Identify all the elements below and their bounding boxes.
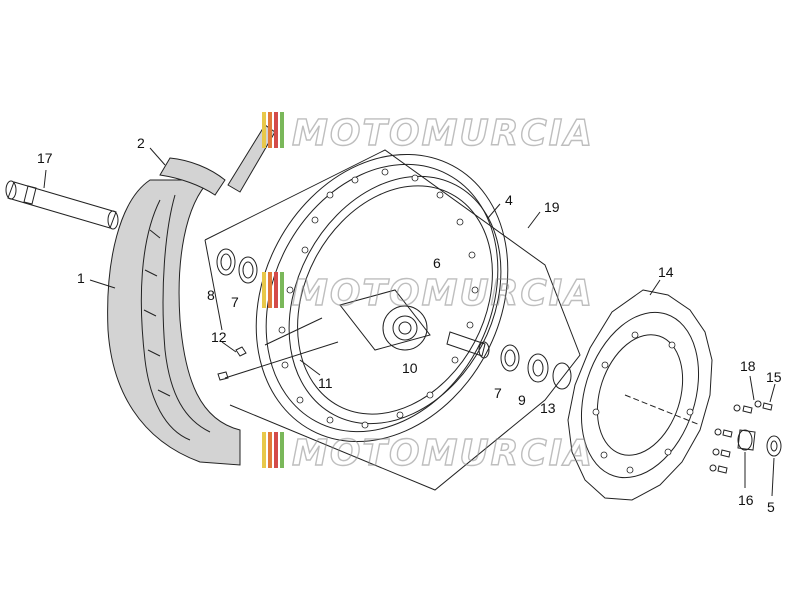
callout-11: 11 xyxy=(318,375,333,391)
right-bearings-and-seal xyxy=(500,344,572,390)
front-axle xyxy=(5,180,119,230)
watermark-text-middle: MOTOMURCIA xyxy=(292,273,594,314)
callout-4: 4 xyxy=(505,192,513,208)
watermark-top: MOTOMURCIA xyxy=(262,112,594,155)
callout-1: 1 xyxy=(77,270,85,286)
callout-15: 15 xyxy=(766,369,782,385)
small-bolt-12 xyxy=(235,346,247,357)
spacer-sleeve xyxy=(446,331,490,359)
callout-6: 6 xyxy=(433,255,441,271)
rim-tape xyxy=(227,124,276,193)
callout-5: 5 xyxy=(767,499,775,515)
callout-17: 17 xyxy=(37,150,53,166)
callout-13: 13 xyxy=(540,400,556,416)
callout-2: 2 xyxy=(137,135,145,151)
disc-spacer-and-nut xyxy=(737,429,782,457)
callout-19: 19 xyxy=(544,199,560,215)
callout-9: 9 xyxy=(518,392,526,408)
callout-8: 8 xyxy=(207,287,215,303)
callout-16: 16 xyxy=(738,492,754,508)
callout-12: 12 xyxy=(211,329,227,345)
inner-tube xyxy=(159,157,226,196)
watermark-text-top: MOTOMURCIA xyxy=(292,113,594,154)
callout-7-right: 7 xyxy=(494,385,502,401)
disc-bolts xyxy=(709,400,773,474)
callout-10: 10 xyxy=(402,360,418,376)
left-seal-and-bearing xyxy=(216,248,258,284)
wheel-rim xyxy=(255,153,509,443)
watermark-text-bottom: MOTOMURCIA xyxy=(292,433,594,474)
callout-18: 18 xyxy=(740,358,756,374)
watermark-bottom: MOTOMURCIA xyxy=(262,432,594,475)
callout-7-left: 7 xyxy=(231,294,239,310)
leader-lines xyxy=(43,147,776,497)
watermark-middle: MOTOMURCIA xyxy=(262,272,594,315)
part-callouts: 1 2 4 5 6 7 7 8 9 10 11 12 13 14 15 16 1… xyxy=(37,135,782,515)
assembly-outline xyxy=(204,149,581,491)
brake-disc xyxy=(567,289,713,501)
wheel-hub xyxy=(339,289,431,351)
tire xyxy=(107,179,241,466)
callout-14: 14 xyxy=(658,264,674,280)
valve-parts xyxy=(217,317,339,381)
